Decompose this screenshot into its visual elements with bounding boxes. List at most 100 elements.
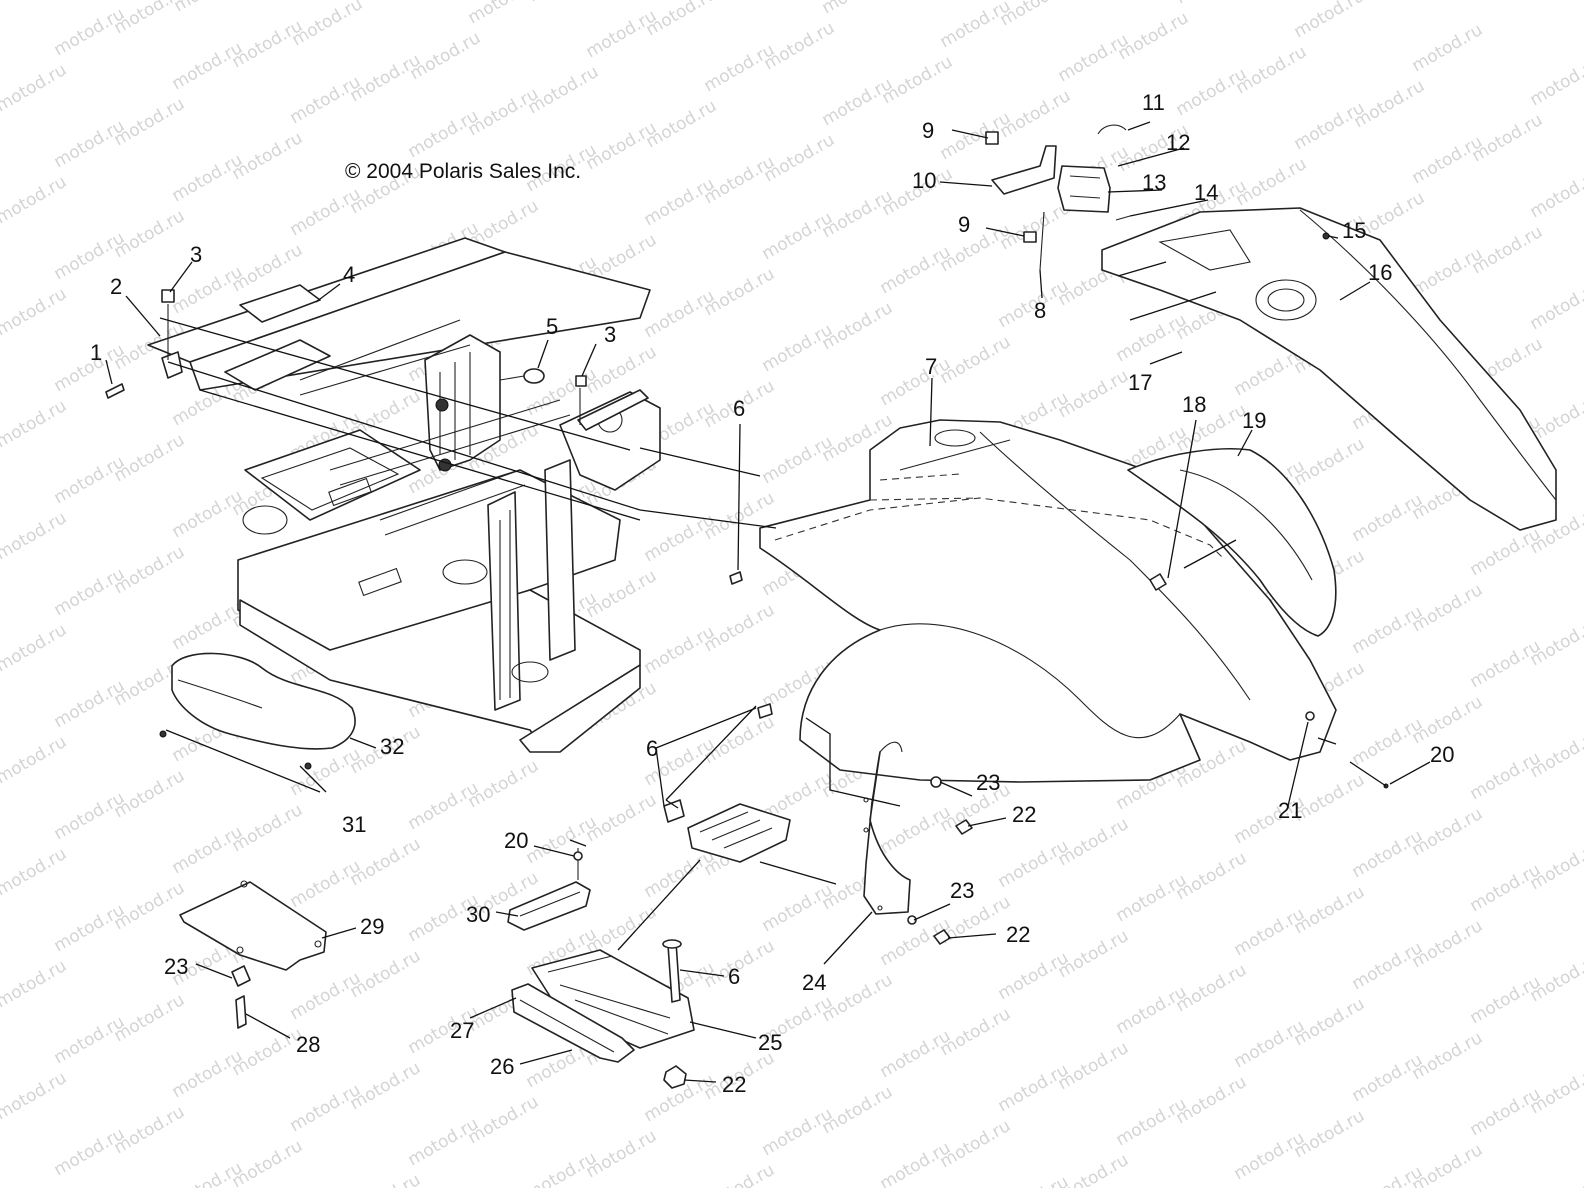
callout-26: 26 [490,1054,514,1079]
watermark-text: motod.ru [465,756,543,812]
callout-3-right: 3 [604,322,616,347]
watermark-text: motod.ru [1233,154,1311,210]
nut-9-bottom [1023,231,1037,243]
watermark-text: motod.ru [0,508,70,564]
callout-4: 4 [343,262,355,287]
front-fender-7 [759,419,1337,783]
watermark-text: motod.ru [1233,42,1311,98]
watermark-text: motod.ru [525,62,603,118]
watermark-text: motod.ru [111,94,189,150]
watermark-text: motod.ru [1173,1072,1251,1128]
callout-32: 32 [380,734,404,759]
watermark-text: motod.ru [0,1068,70,1124]
bracket-10 [991,145,1057,195]
callout-23-upper: 23 [976,770,1000,795]
callout-15: 15 [1342,218,1366,243]
watermark-text: motod.ru [583,342,661,398]
callout-6-top: 6 [733,396,745,421]
watermark-text: motod.ru [1409,20,1487,76]
watermark-text: motod.ru [937,0,1015,52]
watermark-text: motod.ru [1115,8,1193,64]
washer-23-upper [930,776,942,788]
callout-25: 25 [758,1030,782,1055]
watermark-text: motod.ru [111,542,189,598]
watermark-text: motod.ru [0,0,70,4]
callout-pointers [105,121,1431,1083]
callout-6-lower: 6 [728,964,740,989]
tail-light-assembly [985,124,1131,271]
watermark-text: motod.ru [229,1136,307,1188]
watermark-text: motod.ru [1409,692,1487,748]
callout-23-mid: 23 [950,878,974,903]
callout-23-lower: 23 [164,954,188,979]
nut-3-left [161,289,175,303]
callout-27: 27 [450,1018,474,1043]
watermark-text: motod.ru [701,1160,779,1188]
watermark-text: motod.ru [761,130,839,186]
watermark-text: motod.ru [111,206,189,262]
bracket-2 [161,351,183,379]
screw-18 [1149,573,1167,591]
watermark-text: motod.ru [1527,54,1584,110]
watermark-text: motod.ru [347,1170,425,1188]
callout-22-lower: 22 [722,1072,746,1097]
splash-panel-29 [179,880,327,1029]
rear-fender-16 [1101,207,1557,531]
watermark-text: motod.ru [1409,916,1487,972]
watermark-text: motod.ru [1527,278,1584,334]
watermark-text: motod.ru [1469,222,1547,278]
copyright-notice: © 2004 Polaris Sales Inc. [345,160,581,183]
frame-hardware [105,289,587,425]
callout-5: 5 [546,314,558,339]
watermark-text: motod.ru [1349,1162,1427,1188]
watermark-text: motod.ru [1055,366,1133,422]
watermark-text: motod.ru [111,430,189,486]
watermark-text: motod.ru [1291,1106,1369,1162]
washer-23 [231,965,251,987]
watermark-text: motod.ru [0,396,70,452]
watermark-text: motod.ru [229,800,307,856]
watermark-text: motod.ru [1291,0,1369,42]
watermark-text: motod.ru [465,0,543,28]
watermark-text: motod.ru [1173,848,1251,904]
watermark-text: motod.ru [997,86,1075,142]
watermark-text: motod.ru [995,1172,1073,1188]
washer-5 [523,368,545,384]
callout-6-mid: 6 [646,736,658,761]
mud-flap-24 [863,741,911,915]
watermark-text: motod.ru [1409,580,1487,636]
watermark-text: motod.ru [347,946,425,1002]
watermark-text: motod.ru [0,732,70,788]
watermark-text: motod.ru [1409,804,1487,860]
watermark-text: motod.ru [1173,0,1251,8]
watermark-text: motod.ru [937,1116,1015,1172]
watermark-text: motod.ru [643,96,721,152]
watermark-text: motod.ru [407,28,485,84]
callout-10: 10 [912,168,936,193]
watermark-text: motod.ru [347,1058,425,1114]
watermark-text: motod.ru [1291,434,1369,490]
callout-22-upper: 22 [1012,802,1036,827]
watermark-text: motod.ru [1351,76,1429,132]
watermark-text: motod.ru [819,0,897,18]
watermark-text: motod.ru [229,128,307,184]
watermark-text: motod.ru [937,332,1015,388]
callout-19: 19 [1242,408,1266,433]
watermark-text: motod.ru [523,1148,601,1188]
watermark-text: motod.ru [0,172,70,228]
footrest-bracket [663,703,791,863]
frame-assembly [147,237,661,753]
watermark-text: motod.ru [937,1004,1015,1060]
callout-12: 12 [1166,130,1190,155]
watermark-text: motod.ru [0,620,70,676]
callout-29: 29 [360,914,384,939]
nut-22-lower [663,1065,687,1089]
callout-30: 30 [466,902,490,927]
watermark-text: motod.ru [111,766,189,822]
screw-6-mid [729,571,743,585]
bolt-1 [105,383,125,399]
watermark-text: motod.ru [111,1102,189,1158]
step-27 [511,983,635,1063]
watermark-text: motod.ru [583,790,661,846]
watermark-text: motod.ru [1291,882,1369,938]
